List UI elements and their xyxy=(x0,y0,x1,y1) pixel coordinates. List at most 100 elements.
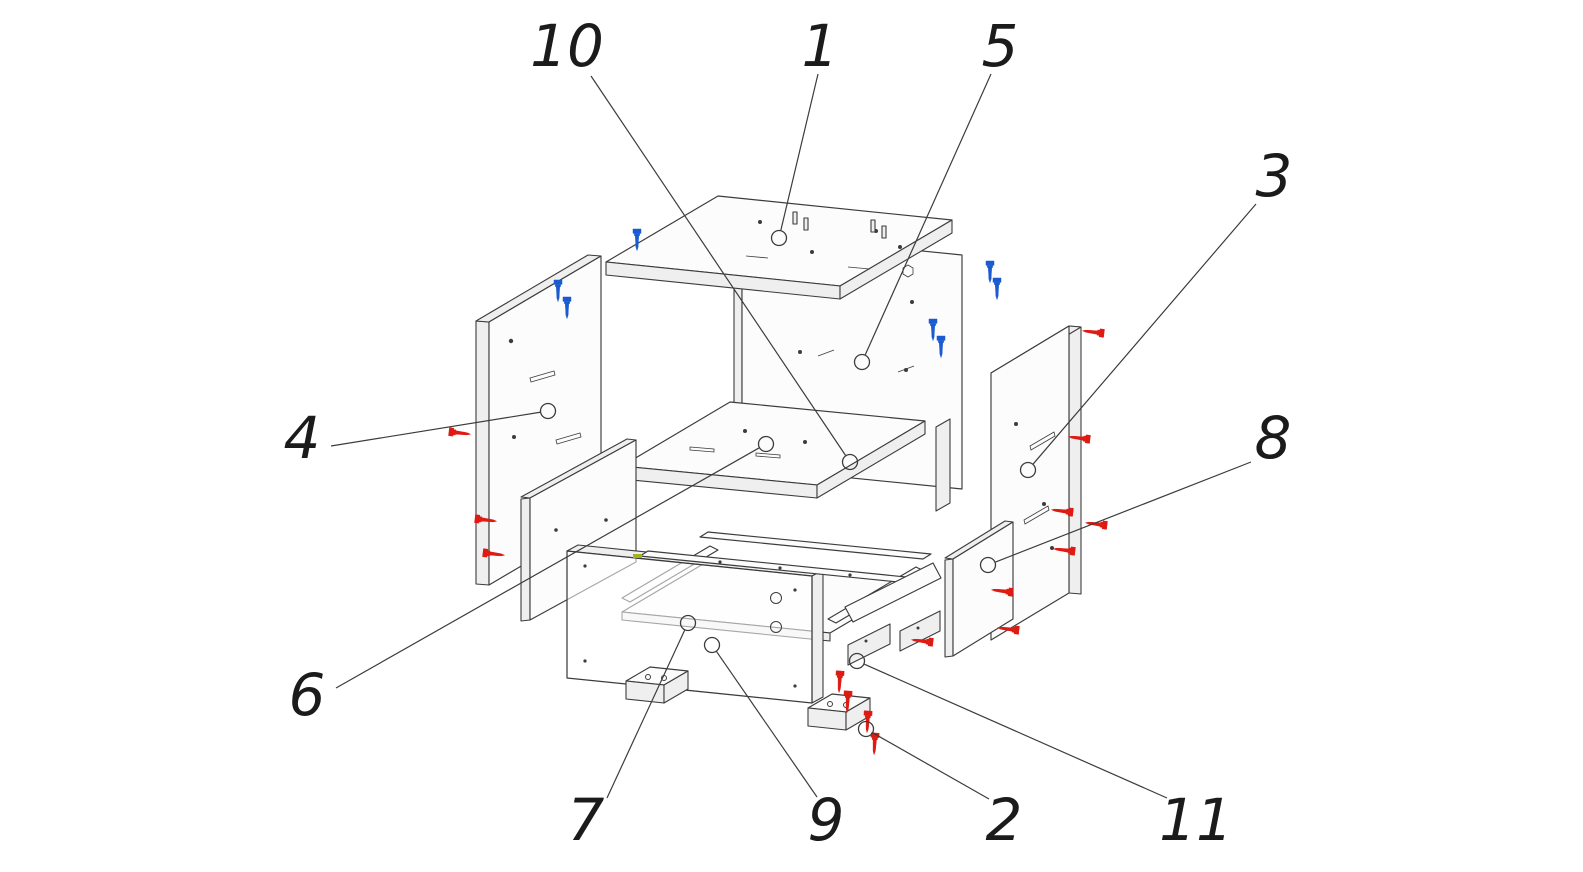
hole-mark xyxy=(803,440,807,444)
callout-circle-2 xyxy=(857,720,875,738)
callout-circle-1 xyxy=(770,229,788,247)
screw-icon-glyph xyxy=(991,587,1014,597)
leader-line-8 xyxy=(995,461,1252,563)
right-front-panel xyxy=(944,520,1014,658)
screw-icon xyxy=(991,587,1014,597)
screw-icon xyxy=(835,670,845,693)
hole-mark xyxy=(743,429,747,433)
cam-bolt-icon-glyph xyxy=(562,296,572,319)
leader-line-6 xyxy=(335,447,760,689)
screw-icon xyxy=(1068,434,1091,444)
screw-icon-glyph xyxy=(1053,546,1076,556)
part-number-1: 1 xyxy=(802,12,839,80)
hole-mark xyxy=(512,435,516,439)
shelf-edge-strip xyxy=(935,418,951,512)
runner-right xyxy=(844,562,942,623)
screw-icon xyxy=(1085,520,1108,530)
callout-circle-9 xyxy=(703,636,721,654)
cam-bolt-icon xyxy=(562,296,572,319)
screw-icon xyxy=(482,548,505,558)
top-panel xyxy=(605,195,953,300)
screw-icon-glyph xyxy=(1085,520,1108,530)
screw-icon xyxy=(997,625,1020,635)
hole-mark xyxy=(508,338,514,344)
part-number-8: 8 xyxy=(1255,404,1292,472)
hole-mark xyxy=(778,566,782,570)
cam-bolt-icon xyxy=(928,318,938,341)
hole-mark xyxy=(798,350,802,354)
hole-mark xyxy=(848,573,852,577)
hole-mark xyxy=(864,639,868,643)
hole-mark xyxy=(1050,546,1054,550)
part-number-4: 4 xyxy=(284,404,321,472)
screw-icon-glyph xyxy=(843,690,853,713)
screw-icon-glyph xyxy=(1068,434,1091,444)
leader-line-10 xyxy=(590,75,847,456)
leader-line-3 xyxy=(1032,203,1257,465)
part-number-5: 5 xyxy=(982,12,1019,80)
callout-circle-3 xyxy=(1019,461,1037,479)
hole-mark xyxy=(793,684,797,688)
screw-icon-glyph xyxy=(835,670,845,693)
leader-line-5 xyxy=(864,73,992,355)
part-number-7: 7 xyxy=(568,786,605,854)
leader-line-9 xyxy=(716,651,818,798)
runner-bracket xyxy=(899,610,941,652)
screw-icon xyxy=(843,690,853,713)
cam-bolt-icon xyxy=(936,335,946,358)
screw-icon xyxy=(870,732,880,755)
dowel-pin-icon xyxy=(792,211,887,239)
foot-right xyxy=(807,693,871,731)
screw-icon xyxy=(1051,507,1074,517)
cam-bolt-icon xyxy=(992,277,1002,300)
hole-mark xyxy=(554,528,558,532)
leader-line-11 xyxy=(864,663,1168,799)
hole-mark xyxy=(718,560,722,564)
screw-icon xyxy=(448,427,471,437)
hole-mark xyxy=(916,626,920,630)
callout-circle-10 xyxy=(841,453,859,471)
cam-bolt-icon-glyph xyxy=(936,335,946,358)
cam-bolt-icon xyxy=(632,228,642,251)
slot-mark xyxy=(1029,431,1056,451)
hole-mark xyxy=(604,518,608,522)
drawer-rails xyxy=(633,531,932,585)
screw-icon-glyph xyxy=(1051,507,1074,517)
hole-mark xyxy=(583,659,587,663)
screw-mark xyxy=(817,349,915,373)
leader-line-4 xyxy=(330,411,541,447)
cam-bolt-icon-glyph xyxy=(992,277,1002,300)
part-number-6: 6 xyxy=(289,661,326,729)
part-number-11: 11 xyxy=(1159,786,1233,854)
slot-mark xyxy=(689,446,715,453)
screw-icon-glyph xyxy=(911,637,934,647)
screw-icon-glyph xyxy=(448,427,471,437)
screw-icon-glyph xyxy=(482,548,505,558)
foot-left xyxy=(625,666,689,704)
screw-icon-glyph xyxy=(997,625,1020,635)
hole-mark xyxy=(910,300,914,304)
hole-mark xyxy=(1014,422,1018,426)
cam-bolt-icon xyxy=(553,279,563,302)
callout-circle-6 xyxy=(757,435,775,453)
callout-circle-8 xyxy=(979,556,997,574)
rail-strip xyxy=(699,531,932,560)
leader-line-1 xyxy=(780,73,819,231)
cam-bolt-icon xyxy=(985,260,995,283)
callout-circle-4 xyxy=(539,402,557,420)
slot-mark xyxy=(1023,505,1050,525)
fastener-layer xyxy=(448,228,1108,755)
screw-icon xyxy=(1082,328,1105,338)
hole-mark xyxy=(583,564,587,568)
drawer-runners xyxy=(844,562,942,666)
hole-mark xyxy=(793,588,797,592)
part-number-2: 2 xyxy=(986,786,1023,854)
cam-bolt-icon-glyph xyxy=(632,228,642,251)
part-number-9: 9 xyxy=(808,786,845,854)
handle-hole xyxy=(770,592,782,604)
cam-bolt-icon-glyph xyxy=(985,260,995,283)
hole-mark xyxy=(1042,502,1046,506)
